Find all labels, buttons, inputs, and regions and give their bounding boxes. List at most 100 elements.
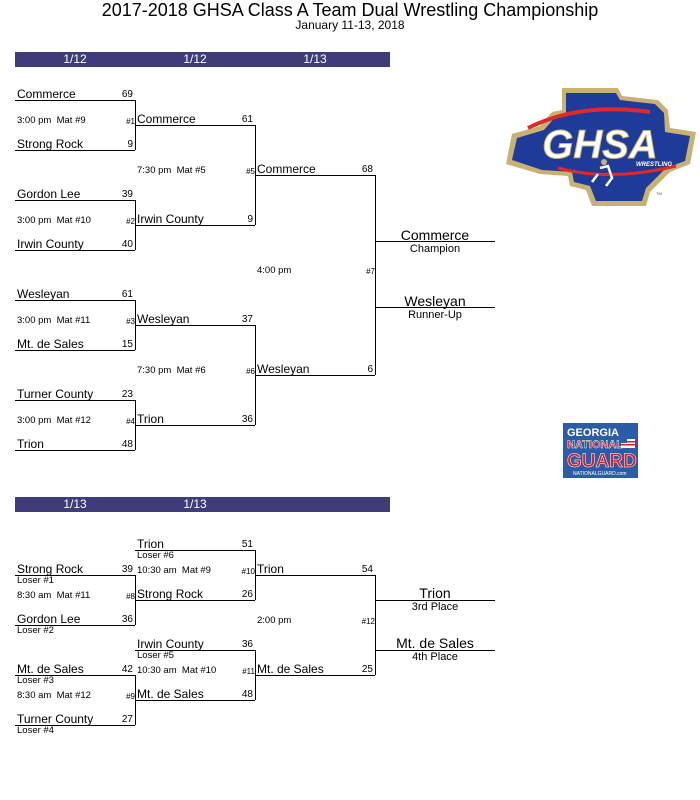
guard-url: NATIONALGUARD.com: [573, 471, 627, 477]
team-name: Trion: [257, 562, 284, 576]
team-score: 48: [241, 689, 253, 700]
team-name: Mt. de Sales: [137, 687, 204, 701]
team-name: Strong Rock: [137, 587, 204, 601]
team-score: 27: [121, 714, 133, 725]
team-name: Strong Rock: [17, 562, 84, 576]
round1-date: 1/12: [63, 52, 87, 66]
round2-date: 1/12: [183, 52, 207, 66]
page-subtitle: January 11-13, 2018: [295, 18, 405, 32]
bracket-line: [15, 625, 135, 626]
bracket-line: [135, 225, 255, 226]
bracket-line: [255, 675, 375, 676]
bracket-line: [375, 600, 495, 601]
team-name: Trion: [137, 412, 164, 426]
bracket-line: [135, 325, 255, 326]
champion-team: Commerce: [400, 227, 470, 243]
team-score: 37: [241, 314, 253, 325]
third-place-label: 3rd Place: [411, 601, 459, 613]
bracket-connector: [375, 575, 376, 675]
match-number: #3: [126, 317, 135, 326]
bracket-line: [15, 250, 135, 251]
bracket-line: [375, 241, 495, 242]
team-name: Turner County: [17, 387, 94, 401]
loser-label: Loser #1: [17, 575, 54, 586]
match-number: #11: [242, 667, 255, 676]
loser-label: Loser #2: [17, 625, 54, 636]
match-number: #10: [241, 567, 255, 576]
bracket-line: [15, 200, 135, 201]
team-score: 39: [121, 564, 133, 575]
team-score: 23: [121, 389, 133, 400]
champion-label: Champion: [409, 243, 461, 255]
guard-line1: GEORGIA: [567, 427, 619, 439]
team-score: 15: [121, 339, 133, 350]
team-name: Wesleyan: [257, 362, 310, 376]
team-name: Turner County: [17, 712, 94, 726]
match-number: #4: [126, 417, 135, 426]
match-number: #12: [361, 617, 375, 626]
consolation-round2-date: 1/13: [183, 497, 207, 511]
fourth-place-team: Mt. de Sales: [396, 635, 474, 651]
loser-label: Loser #6: [137, 550, 174, 561]
team-score: 48: [121, 439, 133, 450]
bracket-line: [15, 300, 135, 301]
bracket-line: [255, 375, 375, 376]
bracket-line: [135, 125, 255, 126]
match-time: 8:30 am Mat #12: [17, 690, 91, 701]
ghsa-logo-tm: TM: [656, 191, 662, 196]
runner-up-team: Wesleyan: [404, 293, 466, 309]
page-title: 2017-2018 GHSA Class A Team Dual Wrestli…: [101, 0, 599, 20]
bracket-line: [15, 575, 135, 576]
team-score: 25: [361, 664, 373, 675]
team-score: 6: [367, 364, 373, 375]
loser-label: Loser #4: [17, 725, 54, 736]
team-name: Strong Rock: [17, 137, 84, 151]
match-time: 7:30 pm Mat #5: [137, 165, 206, 176]
bracket-line: [375, 307, 495, 308]
match-time: 2:00 pm: [257, 615, 292, 626]
bracket-line: [15, 350, 135, 351]
team-name: Irwin County: [137, 637, 204, 651]
team-score: 68: [361, 164, 373, 175]
team-name: Trion: [137, 537, 164, 551]
team-name: Trion: [17, 437, 44, 451]
bracket-line: [135, 425, 255, 426]
match-time: 4:00 pm: [257, 265, 292, 276]
consolation-round1-date: 1/13: [63, 497, 87, 511]
team-name: Mt. de Sales: [257, 662, 324, 676]
team-name: Wesleyan: [137, 312, 190, 326]
championship-date-bar: 1/12 1/12 1/13: [15, 52, 390, 67]
match-number: #9: [126, 692, 135, 701]
team-score: 36: [241, 414, 253, 425]
match-number: #8: [126, 592, 135, 601]
match-time: 10:30 am Mat #10: [137, 665, 217, 676]
loser-label: Loser #3: [17, 675, 54, 686]
round3-date: 1/13: [303, 52, 327, 66]
bracket-line: [255, 575, 375, 576]
bracket-line: [15, 675, 135, 676]
match-time: 3:00 pm Mat #10: [17, 215, 91, 226]
guard-line3: GUARD: [567, 451, 637, 472]
consolation-date-bar: 1/13 1/13: [15, 497, 390, 512]
fourth-place-label: 4th Place: [412, 651, 458, 663]
match-number: #2: [126, 217, 135, 226]
bracket-line: [15, 400, 135, 401]
match-time: 3:00 pm Mat #9: [17, 115, 86, 126]
team-score: 51: [241, 539, 253, 550]
loser-label: Loser #5: [137, 650, 174, 661]
team-name: Wesleyan: [17, 287, 70, 301]
guard-line2: NATIONAL: [567, 439, 623, 451]
team-score: 40: [121, 239, 133, 250]
match-time: 7:30 pm Mat #6: [137, 365, 206, 376]
bracket-line: [15, 725, 135, 726]
bracket-line: [135, 700, 255, 701]
team-score: 36: [121, 614, 133, 625]
team-score: 61: [121, 289, 133, 300]
match-time: 10:30 am Mat #9: [137, 565, 211, 576]
third-place-team: Trion: [419, 585, 451, 601]
match-number: #1: [126, 117, 135, 126]
team-score: 54: [361, 564, 373, 575]
team-score: 61: [241, 114, 253, 125]
runner-up-label: Runner-Up: [408, 309, 462, 321]
ghsa-wrestling-logo: GHSA WRESTLING TM: [500, 82, 700, 210]
